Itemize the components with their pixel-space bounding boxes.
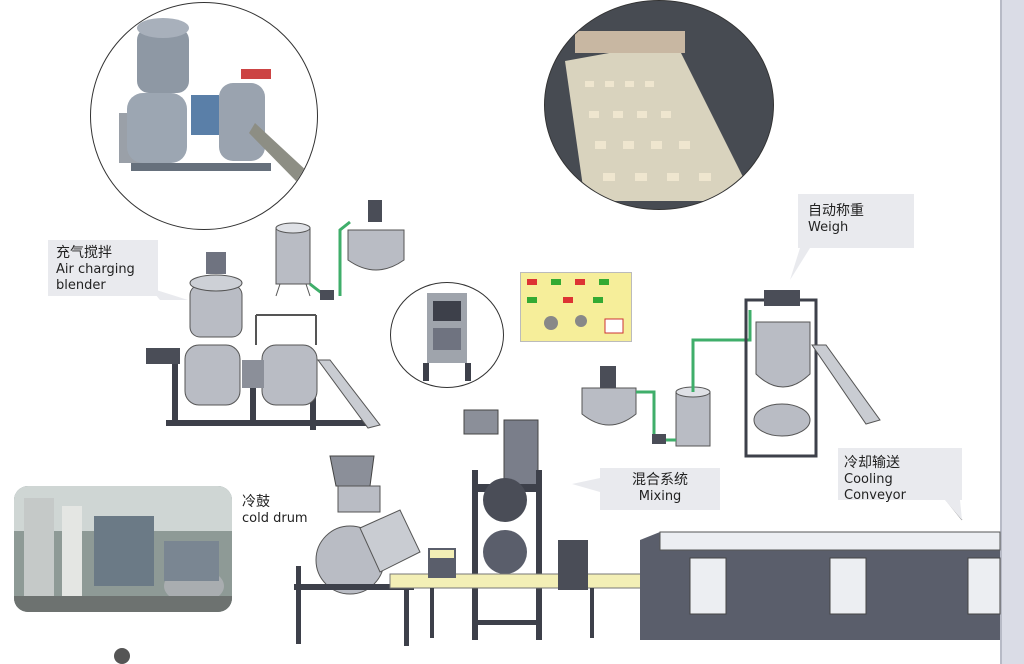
blender-callout-tail <box>150 288 188 300</box>
factory-photo <box>14 486 232 612</box>
corner-fragment <box>114 648 130 664</box>
conveyor-label-en: Cooling Conveyor <box>844 472 906 503</box>
mixing-system-machine <box>581 310 752 447</box>
forming-tower-machine <box>463 409 542 640</box>
window-edge-bar <box>1000 0 1024 664</box>
mixing-callout-tail <box>572 478 600 492</box>
weigh-callout-tail <box>790 248 810 280</box>
mixing-label-zh: 混合系统 <box>632 472 688 488</box>
blender-label-en-1: Air charging <box>56 262 135 277</box>
blender-equipment-photo <box>90 2 318 230</box>
callout-air-charging-blender: 充气搅拌 Air charging blender <box>48 240 158 296</box>
weigh-label-en: Weigh <box>808 220 849 235</box>
weigh-label-zh: 自动称重 <box>808 203 864 219</box>
colddrum-callout-tail <box>300 498 322 518</box>
conveyor-label-zh: 冷却输送 <box>844 455 900 471</box>
colddrum-label-en: cold drum <box>242 511 308 526</box>
callout-mixing: 混合系统 Mixing <box>600 468 720 510</box>
label-cold-drum: 冷鼓 cold drum <box>242 494 322 530</box>
mixing-label-en: Mixing <box>638 489 682 504</box>
control-panel-screen <box>520 272 632 342</box>
cooling-conveyor-machine <box>389 469 1001 640</box>
cold-drum-machine <box>294 455 421 646</box>
blender-label-en-2: blender <box>56 278 106 293</box>
conveyor-callout-tail <box>945 500 962 520</box>
machine-detail-circle <box>390 282 504 388</box>
factory-photo-drawing <box>14 486 232 612</box>
colddrum-label-zh: 冷鼓 <box>242 494 270 510</box>
conveyor-photo-drawing <box>545 1 773 209</box>
detail-circle-drawing <box>423 293 471 381</box>
control-panel-drawing <box>527 279 624 334</box>
blender-photo-drawing <box>119 18 309 181</box>
callout-weigh: 自动称重 Weigh <box>798 194 914 248</box>
auto-weigh-machine <box>744 290 881 458</box>
callout-cooling-conveyor: 冷却输送 Cooling Conveyor <box>838 448 962 503</box>
syrup-tanks <box>275 200 405 300</box>
air-charging-blender-machine <box>146 252 381 430</box>
candy-conveyor-photo <box>544 0 774 210</box>
blender-label-zh: 充气搅拌 <box>56 245 112 261</box>
